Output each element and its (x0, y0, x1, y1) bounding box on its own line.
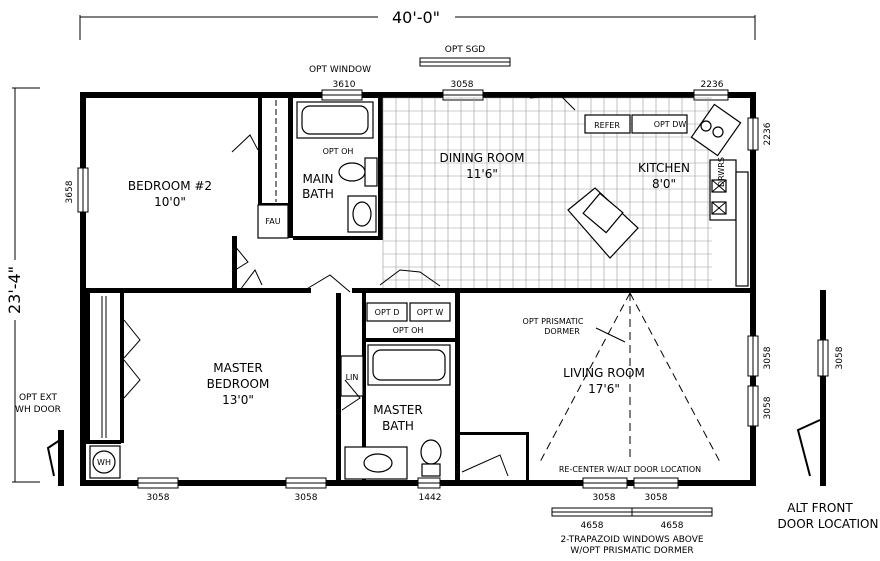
window-label-top-kitchen: 2236 (701, 80, 724, 90)
room-master-bedroom-size: 13'0" (222, 393, 254, 407)
water-heater (89, 445, 121, 479)
label-alt-front-line2: DOOR LOCATION (778, 517, 879, 531)
room-master-bedroom-line2: BEDROOM (207, 377, 270, 391)
trapezoid-windows-marker (551, 507, 713, 517)
room-master-bedroom-line1: MASTER (213, 361, 262, 375)
room-kitchen-size: 8'0" (652, 177, 676, 191)
doors (123, 94, 576, 477)
room-living-name: LIVING ROOM (563, 366, 645, 380)
label-opt-prismatic-line1: OPT PRISMATIC (523, 317, 584, 326)
label-trapezoid-line2: W/OPT PRISMATIC DORMER (570, 546, 693, 556)
label-opt-dw: OPT DW (654, 120, 687, 129)
dishwasher (631, 114, 688, 134)
opt-washer (409, 302, 451, 322)
exterior-windows (77, 89, 759, 489)
depth-dimension: 23'-4" (5, 87, 40, 483)
label-opt-oh-bath: OPT OH (323, 147, 354, 156)
opt-ext-wh-door (46, 430, 64, 486)
fixture-labels: REFER OPT DW DRWRS OPT OH FAU OPT D OPT … (15, 120, 878, 556)
label-opt-ext-line1: OPT EXT (19, 393, 58, 403)
window-label-bottom-living-right: 3058 (645, 493, 668, 503)
width-dimension: 40'-0" (79, 8, 756, 40)
window-label-bottom-master-right: 3058 (295, 493, 318, 503)
master-bath-fixtures (344, 344, 451, 480)
window-label-alt-door: 3058 (835, 346, 845, 369)
label-opt-w: OPT W (417, 308, 444, 317)
label-opt-sgd: OPT SGD (445, 45, 486, 55)
label-lin: LIN (346, 373, 359, 382)
room-labels: BEDROOM #2 10'0" MAIN BATH DINING ROOM 1… (128, 151, 690, 433)
room-kitchen-name: KITCHEN (638, 161, 690, 175)
window-label-top-dining: 3058 (451, 80, 474, 90)
room-living-size: 17'6" (588, 382, 620, 396)
main-bath-toilet (338, 162, 366, 182)
kitchen-fixtures (567, 103, 749, 287)
label-refer: REFER (594, 121, 620, 130)
label-opt-oh-laundry: OPT OH (393, 326, 424, 335)
refrigerator (584, 114, 631, 134)
room-bedroom2-size: 10'0" (154, 195, 186, 209)
window-label-top-main-bath: 3610 (333, 80, 356, 90)
closet-shelves (101, 100, 277, 438)
window-label-bottom-master-left: 3058 (147, 493, 170, 503)
label-wh: WH (97, 458, 111, 467)
window-label-right-kitchen: 2236 (763, 122, 773, 145)
main-bath-fixtures (296, 101, 378, 233)
window-label-trapezoid-right: 4658 (661, 521, 684, 531)
master-bath-toilet (420, 439, 442, 465)
label-alt-front-line1: ALT FRONT (787, 501, 853, 515)
window-label-right-living-upper: 3058 (763, 346, 773, 369)
label-trapezoid-line1: 2-TRAPAZOID WINDOWS ABOVE (560, 535, 703, 545)
window-label-left-bedroom2: 3658 (65, 180, 75, 203)
opt-dryer (366, 302, 408, 322)
room-dining-size: 11'6" (466, 167, 498, 181)
window-label-right-living-lower: 3058 (763, 396, 773, 419)
window-label-bottom-master-bath: 1442 (419, 493, 442, 503)
overall-width-label: 40'-0" (392, 8, 440, 27)
window-label-bottom-living-left: 3058 (593, 493, 616, 503)
window-labels: OPT WINDOW 3610 3058 2236 OPT SGD 2236 3… (65, 45, 845, 531)
label-drwrs: DRWRS (717, 157, 726, 187)
label-opt-d: OPT D (375, 308, 400, 317)
alt-front-door (796, 290, 829, 486)
interior-walls (86, 98, 750, 480)
label-opt-ext-line2: WH DOOR (15, 405, 61, 415)
label-opt-window: OPT WINDOW (309, 65, 371, 75)
opt-sgd-marker (419, 57, 511, 67)
room-main-bath-line1: MAIN (302, 172, 333, 186)
room-dining-name: DINING ROOM (440, 151, 525, 165)
prismatic-dormer-lines (539, 292, 721, 463)
laundry-fixtures (366, 302, 451, 322)
label-recenter: RE-CENTER W/ALT DOOR LOCATION (559, 465, 701, 474)
window-label-trapezoid-left: 4658 (581, 521, 604, 531)
label-fau: FAU (265, 217, 280, 226)
room-bedroom2-name: BEDROOM #2 (128, 179, 212, 193)
overall-depth-label: 23'-4" (5, 266, 24, 314)
room-master-bath-line1: MASTER (373, 403, 422, 417)
label-opt-prismatic-line2: DORMER (544, 327, 580, 336)
room-master-bath-line2: BATH (382, 419, 414, 433)
room-main-bath-line2: BATH (302, 187, 334, 201)
